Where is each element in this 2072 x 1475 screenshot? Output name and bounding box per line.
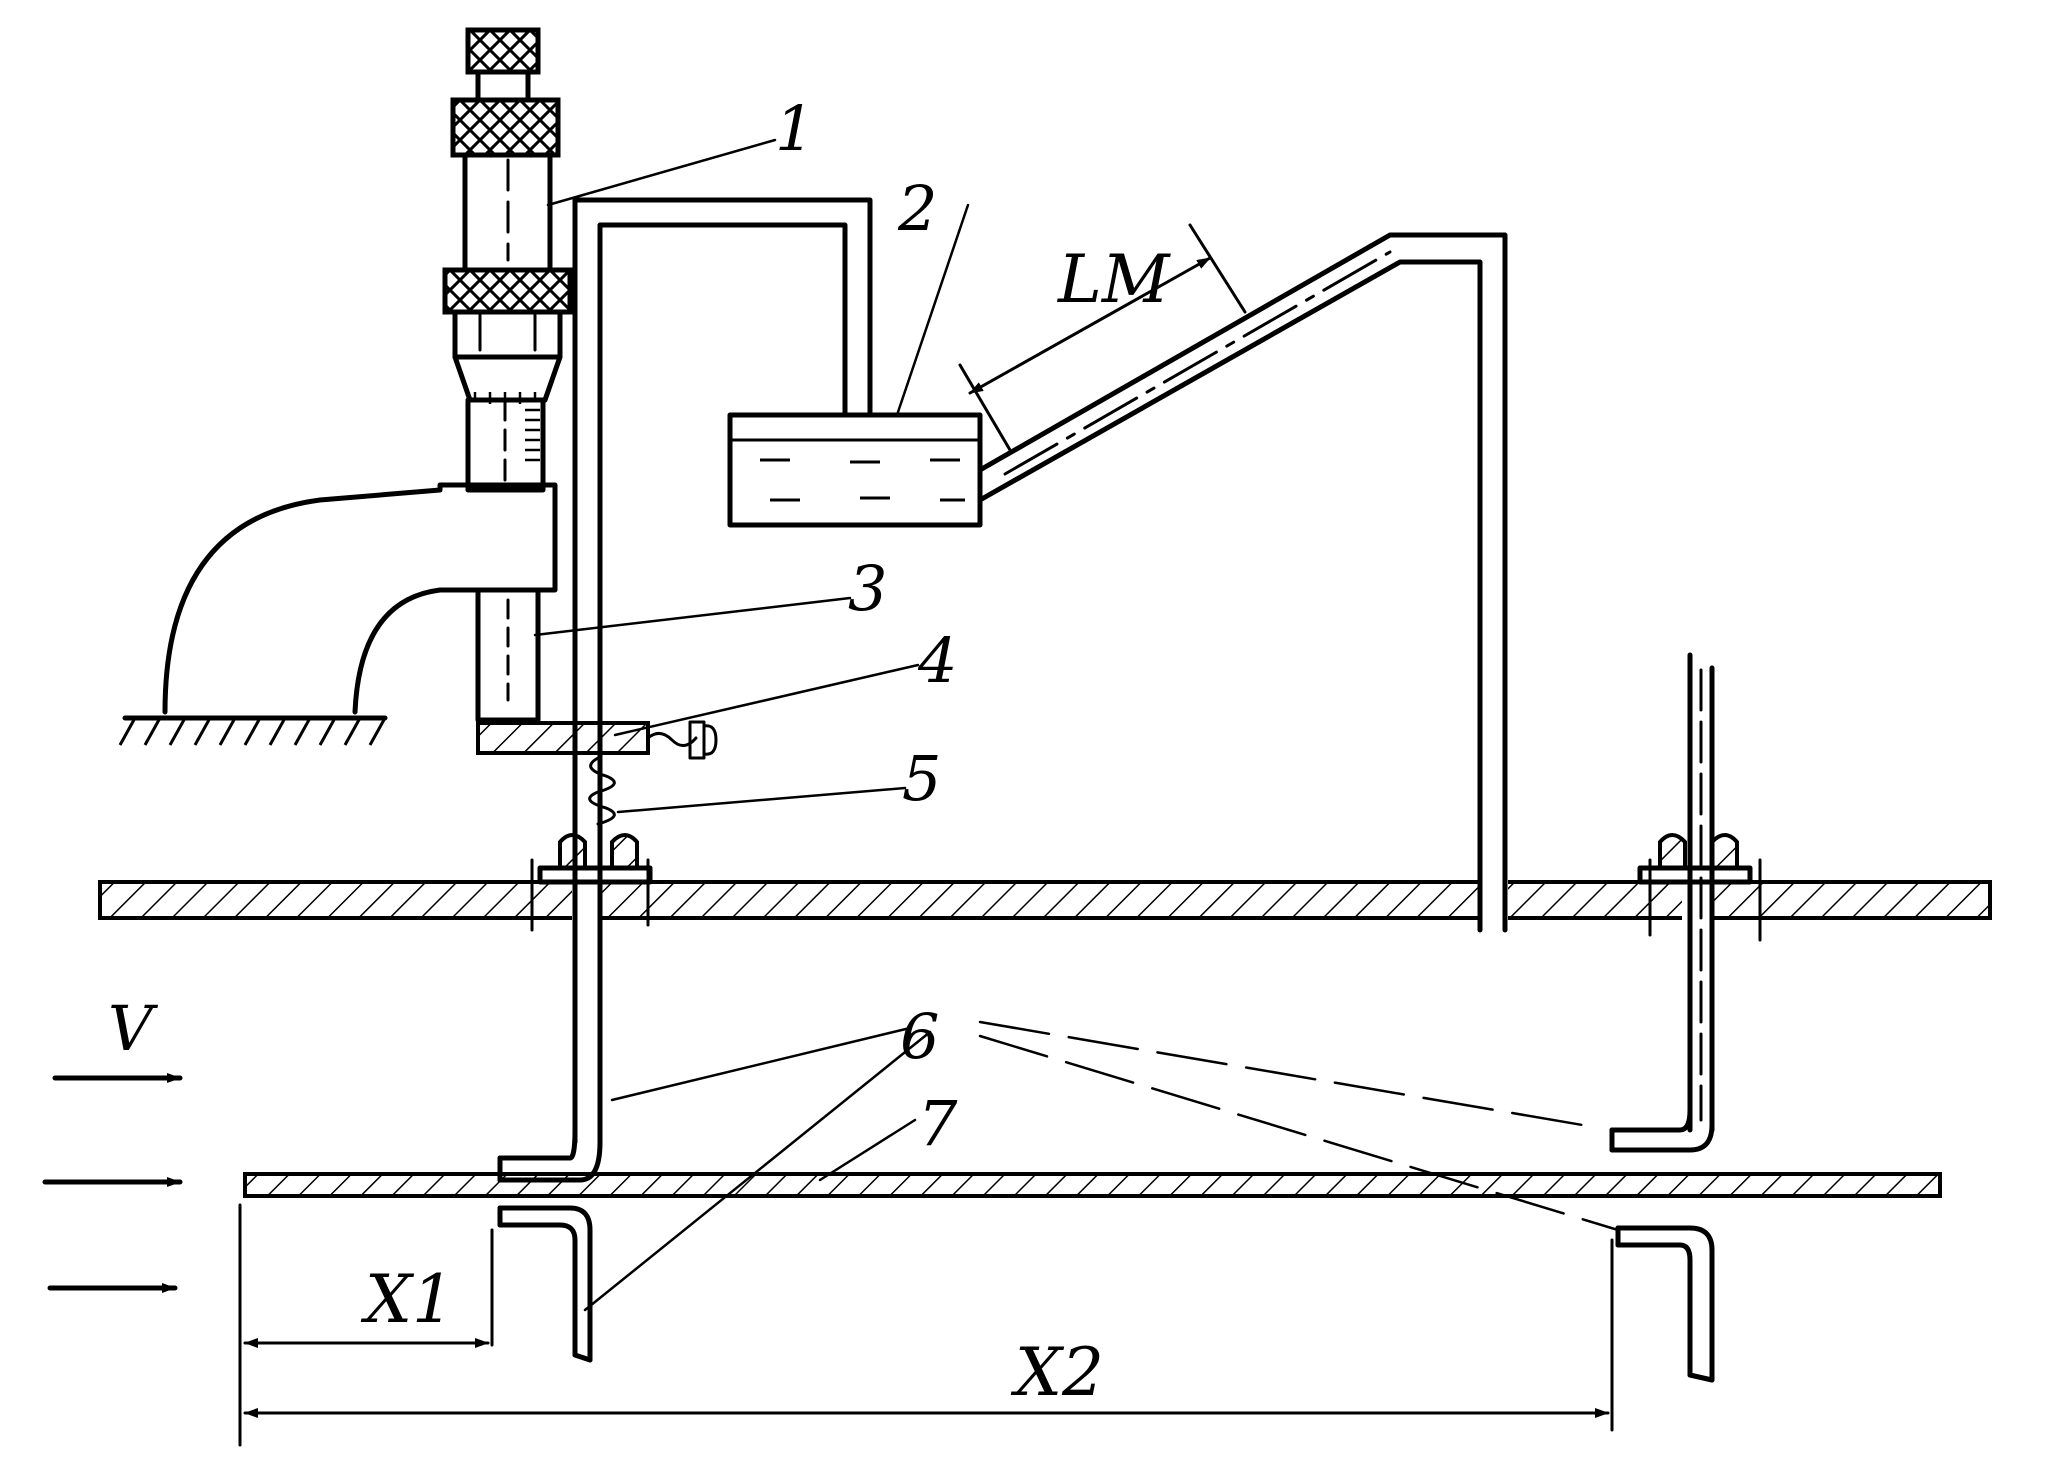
ground-base — [118, 715, 388, 746]
label-part7: 7 — [918, 1087, 958, 1160]
clamp — [476, 720, 718, 760]
label-velocity: V — [108, 992, 159, 1065]
flow-arrows — [42, 1073, 183, 1293]
probe-left-lower — [497, 1205, 593, 1363]
label-lm: LM — [1057, 241, 1171, 318]
label-part2: 2 — [897, 172, 937, 245]
support-bracket — [162, 482, 558, 715]
probe-right-upper — [1609, 1107, 1715, 1153]
label-x2: X2 — [1010, 1334, 1104, 1411]
label-part6: 6 — [900, 1000, 939, 1073]
label-part4: 4 — [917, 624, 957, 697]
tunnel-wall — [98, 878, 1992, 922]
test-plate — [243, 1172, 1942, 1198]
leader-lines — [533, 138, 1620, 1312]
lm-dimension — [958, 223, 1247, 452]
label-part5: 5 — [902, 742, 941, 815]
label-part1: 1 — [775, 92, 814, 165]
inclined-tube — [977, 232, 1508, 933]
probe-left-upper — [497, 1127, 603, 1183]
right-probe-stem — [1687, 652, 1715, 1133]
seal-fitting-right — [1637, 833, 1762, 942]
micrometer — [442, 27, 573, 493]
label-x1: X1 — [360, 1261, 454, 1338]
holder-rod — [475, 587, 541, 723]
probe-right-lower — [1615, 1225, 1715, 1383]
label-part3: 3 — [848, 552, 887, 625]
manometer-tank — [727, 412, 983, 528]
x-dimensions — [238, 1203, 1614, 1447]
pressure-line — [572, 197, 873, 1145]
